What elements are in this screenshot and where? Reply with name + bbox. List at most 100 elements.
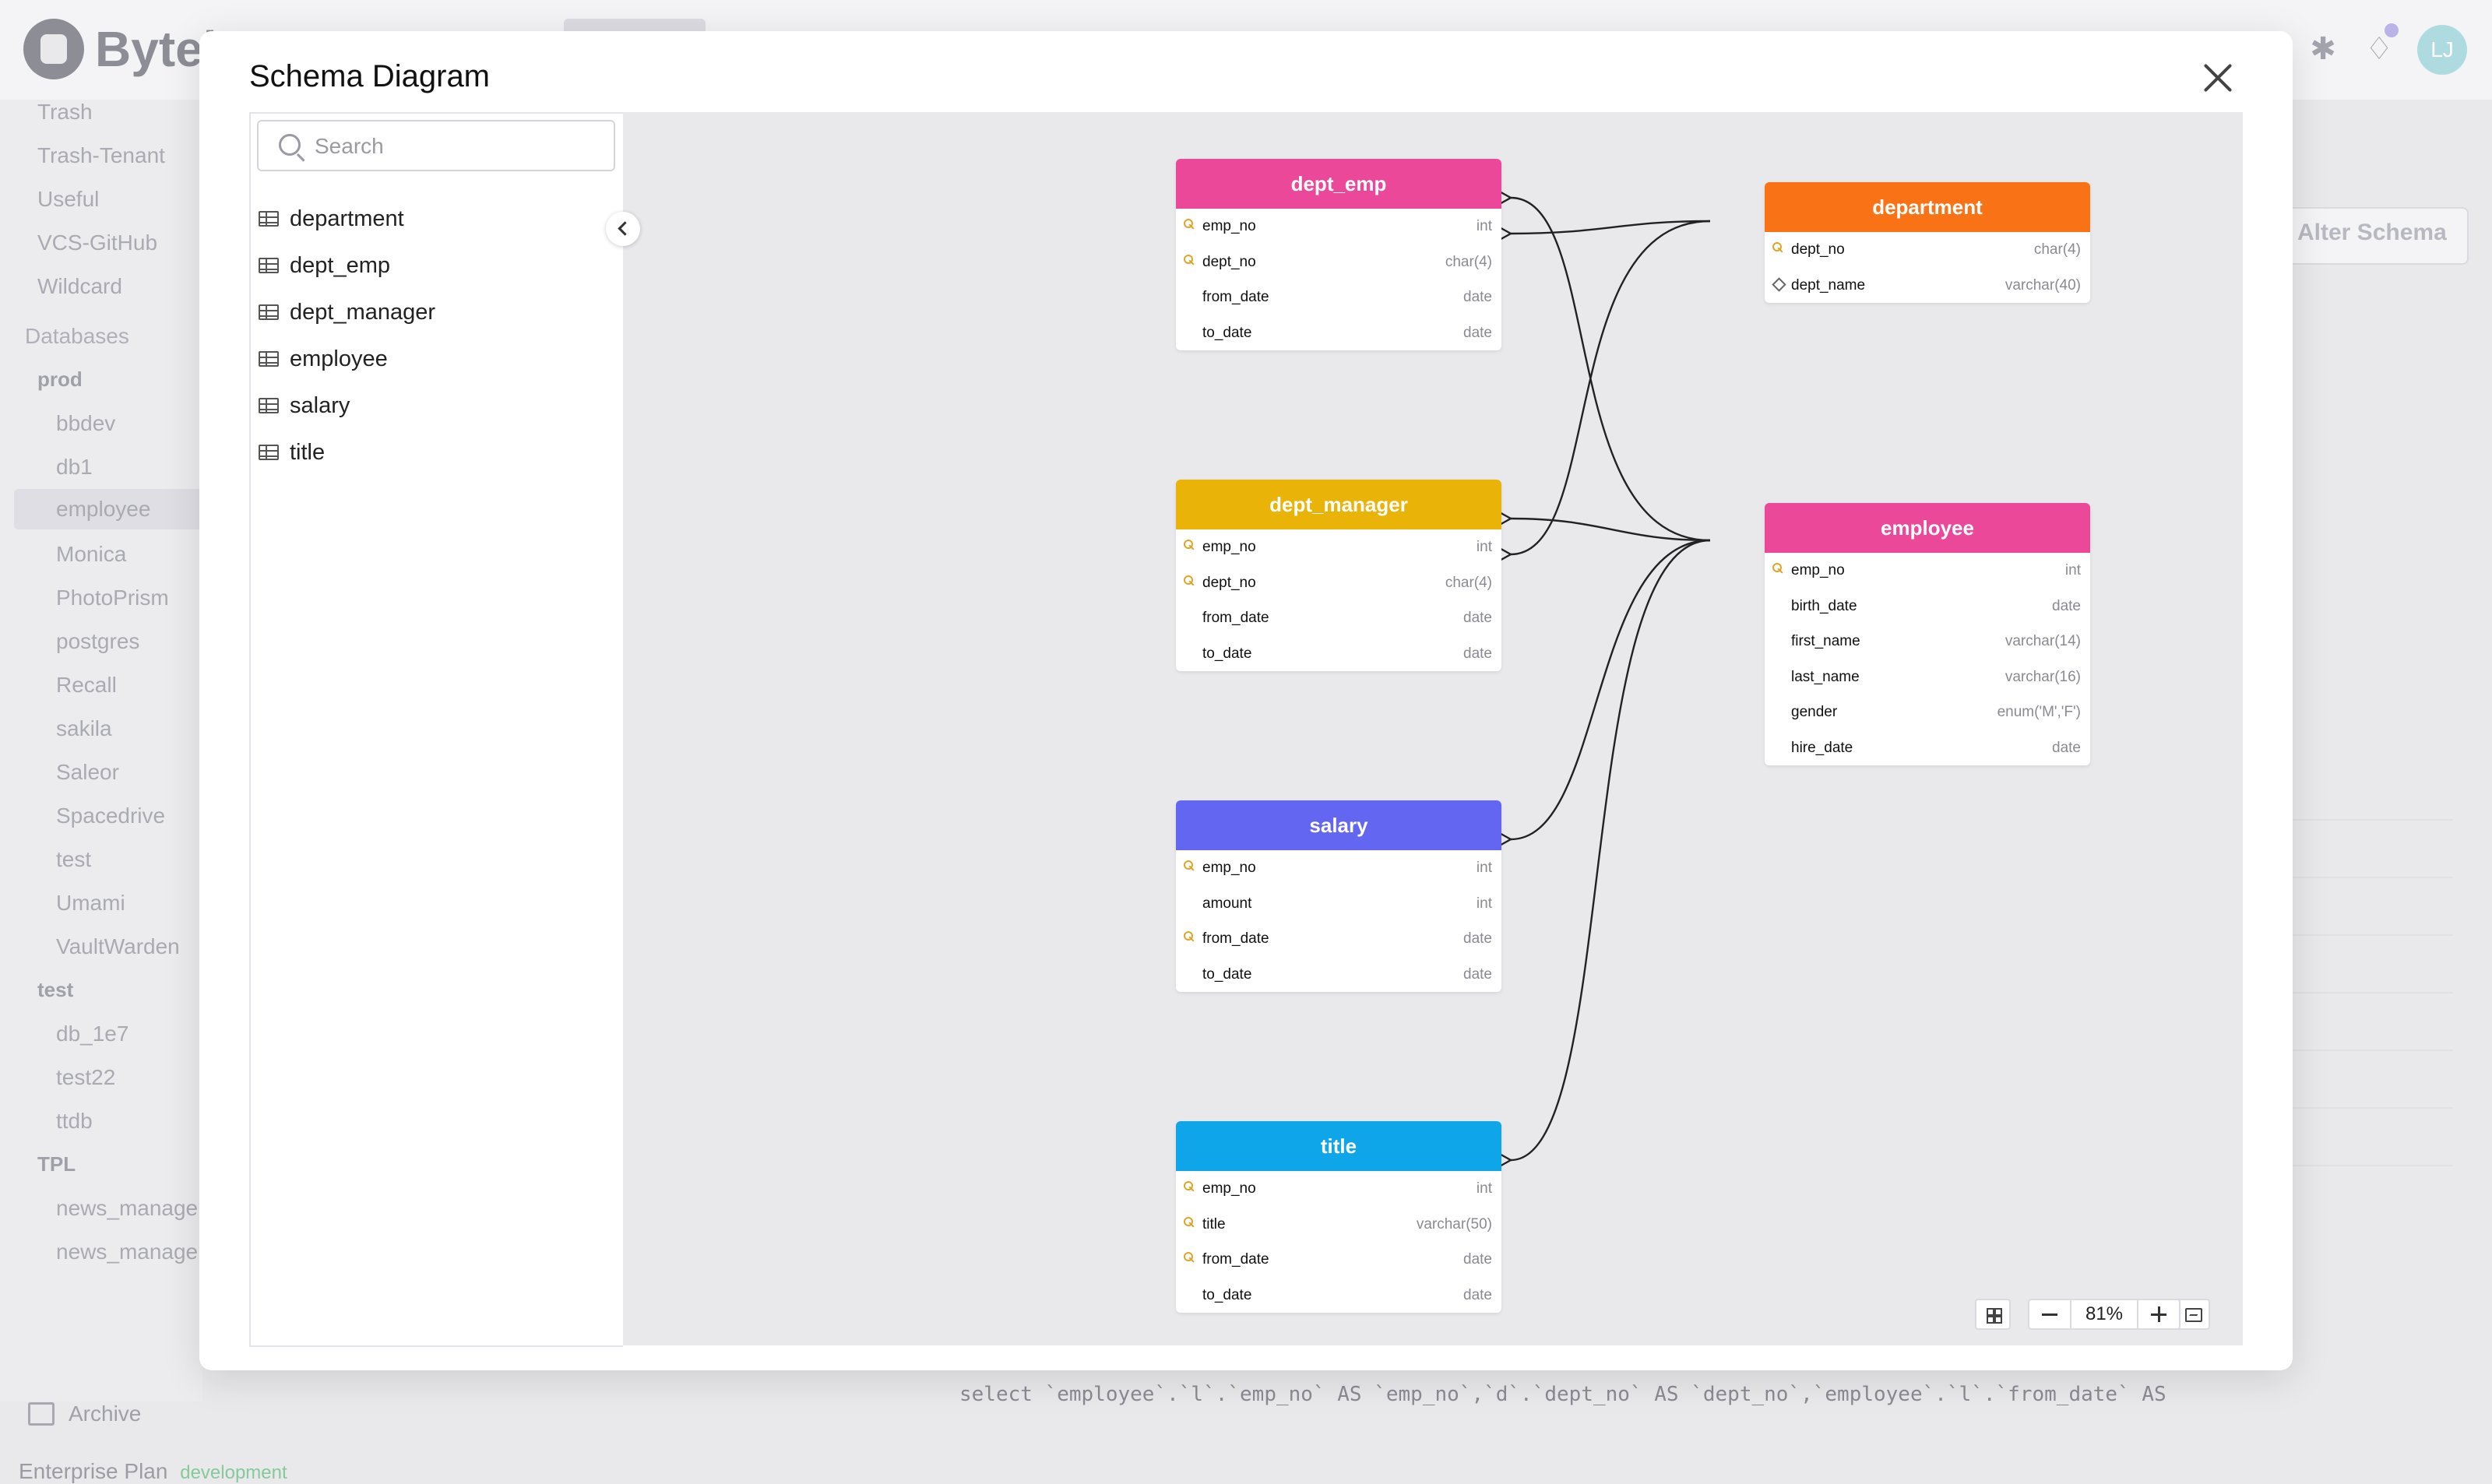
app-logo[interactable]: Bytel (23, 19, 217, 79)
column-type: char(4) (1445, 574, 1492, 591)
tree-item-dept-manager[interactable]: dept_manager (259, 293, 435, 332)
diamond-icon (1772, 278, 1783, 289)
db-item[interactable]: db_1e7 (56, 1022, 129, 1046)
column-name: amount (1202, 895, 1252, 912)
background-row (2258, 992, 2453, 1043)
db-item[interactable]: db1 (56, 455, 93, 479)
background-row (2258, 877, 2453, 928)
databases-heading: Databases (25, 324, 129, 348)
bug-icon[interactable]: ✱ (2310, 32, 2336, 66)
fit-view-icon[interactable] (1975, 1299, 2011, 1330)
bell-icon[interactable]: ♢ (2365, 32, 2393, 66)
column-type: date (1463, 965, 1492, 983)
zoom-out-icon[interactable] (2029, 1300, 2070, 1328)
background-row (2258, 1165, 2453, 1216)
column-type: date (1463, 1286, 1492, 1303)
tree-item-department[interactable]: department (259, 199, 404, 238)
background-row (2258, 1107, 2453, 1159)
archive-link[interactable]: Archive (28, 1401, 141, 1426)
column-type: int (1476, 860, 1492, 876)
table-header: title (1176, 1121, 1501, 1171)
tree-item-dept-emp[interactable]: dept_emp (259, 246, 390, 285)
tree-item-title[interactable]: title (259, 433, 325, 472)
db-item[interactable]: postgres (56, 629, 140, 653)
column-name: to_date (1202, 324, 1252, 341)
db-item[interactable]: test (56, 847, 92, 871)
sidebar-item-wildcard[interactable]: Wildcard (37, 274, 122, 298)
brand-name: Bytel (95, 21, 217, 77)
db-group-tpl[interactable]: TPL (37, 1152, 76, 1176)
tree-item-label: department (290, 206, 404, 231)
db-group-prod[interactable]: prod (37, 367, 83, 391)
db-group-test[interactable]: test (37, 978, 74, 1001)
tree-item-employee[interactable]: employee (259, 339, 388, 378)
background-row (2258, 819, 2453, 870)
table-icon (259, 398, 279, 413)
background-row (2258, 934, 2453, 986)
search-field[interactable] (257, 120, 615, 171)
column-name: emp_no (1202, 1180, 1256, 1197)
sidebar-item-vcs-github[interactable]: VCS-GitHub (37, 230, 158, 255)
db-item[interactable]: Recall (56, 673, 117, 697)
search-input[interactable] (313, 128, 604, 165)
db-item[interactable]: ttdb (56, 1109, 93, 1133)
crow-foot-marker (1496, 509, 1513, 528)
key-icon (1184, 219, 1195, 230)
column-type: int (1476, 539, 1492, 555)
column-type: date (1463, 930, 1492, 947)
column-name: emp_no (1202, 860, 1256, 876)
db-item[interactable]: Umami (56, 891, 125, 915)
edge-dept-emp-employee (1510, 196, 1711, 542)
column-type: int (2064, 562, 2081, 578)
column-name: to_date (1202, 645, 1252, 662)
column-type: varchar(16) (2005, 668, 2081, 685)
db-item[interactable]: news_manage (56, 1196, 199, 1220)
db-item[interactable]: news_manage (56, 1240, 199, 1264)
crow-foot-marker (1496, 188, 1513, 207)
column-name: hire_date (1791, 739, 1853, 756)
db-item[interactable]: bbdev (56, 411, 116, 435)
collapse-panel-chevron-icon[interactable] (606, 212, 640, 246)
db-item[interactable]: Monica (56, 542, 127, 566)
column-type: varchar(50) (1416, 1215, 1492, 1233)
sidebar-item-trash[interactable]: Trash (37, 100, 93, 124)
column-type: date (1463, 1251, 1492, 1268)
key-icon (1184, 575, 1195, 586)
close-icon[interactable] (2199, 59, 2237, 97)
db-item[interactable]: Spacedrive (56, 804, 166, 828)
modal-title: Schema Diagram (249, 59, 491, 93)
sidebar-item-useful[interactable]: Useful (37, 187, 100, 211)
tree-item-salary[interactable]: salary (259, 386, 350, 425)
column-name: dept_no (1202, 253, 1256, 270)
avatar[interactable]: LJ (2417, 25, 2467, 75)
tree-item-label: employee (290, 346, 388, 371)
sidebar: Trash Trash-Tenant Useful VCS-GitHub Wil… (0, 100, 287, 1483)
sidebar-item-trash-tenant[interactable]: Trash-Tenant (37, 143, 165, 167)
db-item[interactable]: sakila (56, 716, 112, 740)
db-item[interactable]: PhotoPrism (56, 586, 169, 610)
alter-schema-label: Alter Schema (2297, 220, 2447, 245)
zoom-in-icon[interactable] (2138, 1300, 2179, 1328)
db-item[interactable]: Saleor (56, 760, 119, 784)
column-type: date (1463, 289, 1492, 305)
key-icon (1184, 1181, 1195, 1192)
crow-foot-marker (1496, 830, 1513, 849)
column-type: char(4) (1445, 253, 1492, 270)
column-name: from_date (1202, 610, 1269, 626)
db-item[interactable]: test22 (56, 1065, 116, 1089)
db-item[interactable]: VaultWarden (56, 934, 180, 958)
